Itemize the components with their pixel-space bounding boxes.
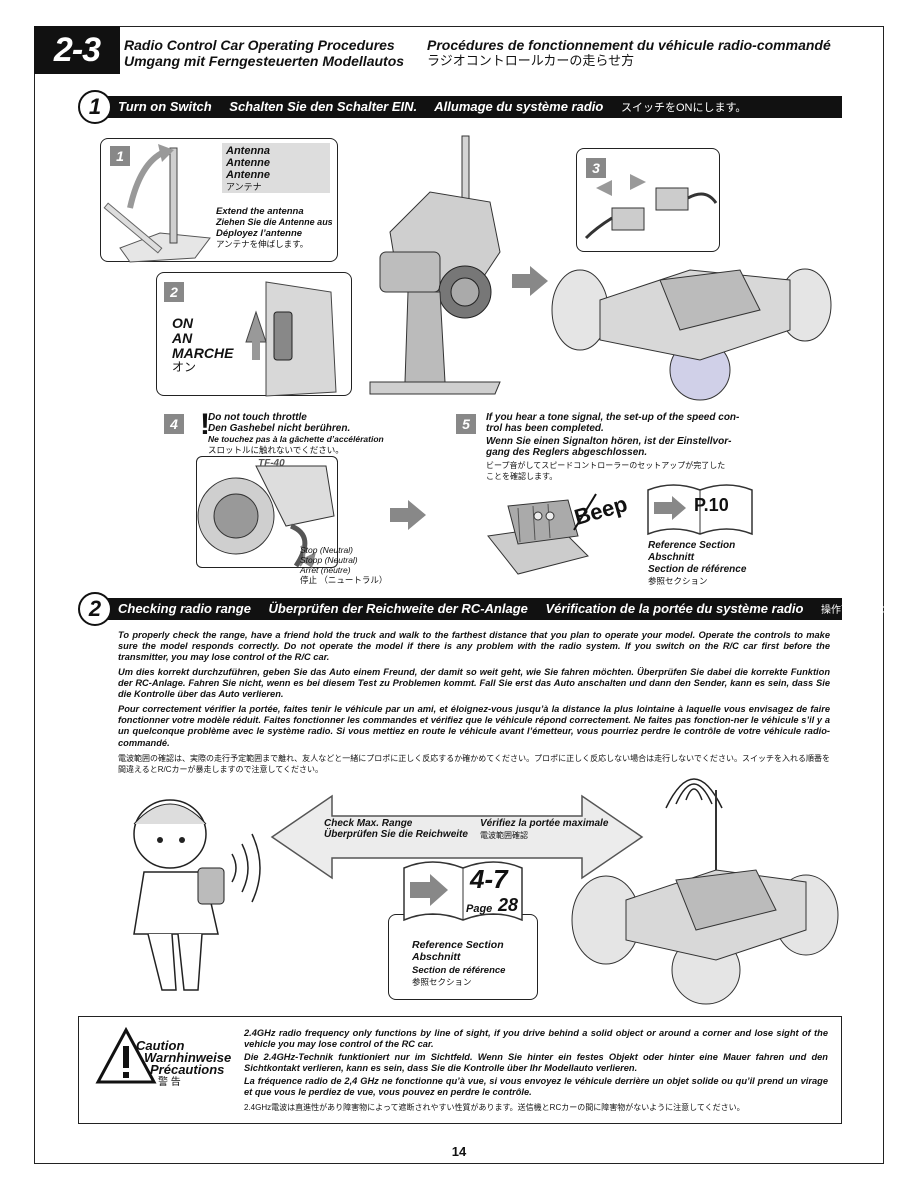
- book-icon: [647, 484, 753, 536]
- step1-bar: Turn on Switch Schalten Sie den Schalter…: [96, 96, 842, 118]
- step1-bar-de: Schalten Sie den Schalter EIN.: [229, 99, 418, 114]
- neutral-jp: 停止 （ニュートラル）: [300, 575, 388, 585]
- kid-illustration: [133, 799, 261, 991]
- range-double-arrow: [270, 794, 644, 880]
- on-label-fr: MARCHE: [172, 345, 234, 361]
- antenna-label-en: Antenna: [226, 145, 270, 157]
- step1-bar-fr: Allumage du système radio: [434, 99, 604, 114]
- warning-triangle-icon: [95, 1026, 157, 1084]
- title-jp: ラジオコントロールカーの走らせ方: [427, 53, 635, 68]
- arrow-fr: Vérifiez la portée maximale: [480, 818, 609, 829]
- box1-number: 1: [110, 146, 130, 166]
- throttle-jp: スロットルに触れないでください。: [208, 445, 344, 455]
- step1-bar-en: Turn on Switch: [118, 99, 212, 114]
- throttle-fr: Ne touchez pas à la gâchette d’accélérat…: [208, 434, 384, 444]
- ref1-jp: 参照セクション: [648, 576, 708, 586]
- ref2-en: Reference Section: [412, 939, 504, 951]
- step2-bar-fr: Vérification de la portée du système rad…: [545, 601, 804, 616]
- antenna-label-de: Antenne: [226, 157, 270, 169]
- range-para-de: Um dies korrekt durchzuführen, geben Sie…: [118, 667, 830, 700]
- beep-en-2: trol has been completed.: [486, 423, 604, 434]
- ref-page-2: 28: [498, 895, 519, 915]
- beep-jp-2: ことを確認します。: [486, 472, 558, 481]
- caution-text-de: Die 2.4GHz-Technik funktioniert nur im S…: [244, 1052, 828, 1074]
- switch-illustration: [245, 281, 337, 397]
- step2-bar-de: Überprüfen der Reichweite der RC-Anlage: [268, 601, 528, 616]
- caution-label-de: Warnhinweise: [144, 1050, 232, 1065]
- extend-fr: Déployez l’antenne: [216, 228, 303, 239]
- caution-text-jp: 2.4GHz電波は直進性があり障害物によって遮断されやすい性質があります。送信機…: [244, 1103, 745, 1112]
- extend-jp: アンテナを伸ばします。: [216, 239, 309, 249]
- title-en: Radio Control Car Operating Procedures: [124, 37, 395, 53]
- transmitter-illustration: [369, 135, 501, 395]
- step2-bar: Checking radio range Überprüfen der Reic…: [96, 598, 911, 620]
- arrow-right-1: [512, 266, 548, 296]
- truck-illustration-2: [571, 778, 839, 1005]
- caution-text-en: 2.4GHz radio frequency only functions by…: [244, 1028, 828, 1050]
- on-label-de: AN: [172, 330, 193, 346]
- ref2-fr: Section de référence: [412, 965, 506, 976]
- arrow-jp: 電波範囲確認: [480, 831, 528, 840]
- arrow-de: Überprüfen Sie die Reichweite: [324, 829, 468, 840]
- neutral-de: Stopp (Neutral): [300, 555, 358, 565]
- box-connector: [576, 148, 720, 252]
- box3-number: 3: [586, 158, 606, 178]
- throttle-illustration: [197, 465, 335, 568]
- step2-bar-jp: 操作可能範囲の確認: [821, 605, 912, 616]
- arrow-right-2: [390, 500, 426, 530]
- ref1-fr: Section de référence: [648, 564, 747, 575]
- caution-box: [78, 1016, 842, 1124]
- book-icon-2: [403, 861, 523, 922]
- extend-en: Extend the antenna: [216, 206, 304, 217]
- title-de: Umgang mit Ferngesteuerten Modellautos: [124, 53, 405, 69]
- step1-number: 1: [78, 90, 112, 124]
- beep-en-1: If you hear a tone signal, the set-up of…: [486, 412, 740, 423]
- beep-jp-1: ビープ音がしてスピードコントローラーのセットアップが完了した: [486, 461, 726, 470]
- antenna-label-bg: [222, 143, 330, 193]
- antenna-label-jp: アンテナ: [226, 182, 262, 192]
- box4-number: 4: [164, 414, 184, 434]
- step1-bar-jp: スイッチをONにします。: [620, 102, 747, 114]
- box5-number: 5: [456, 414, 476, 434]
- ref2-de: Abschnitt: [412, 951, 461, 963]
- range-para-en: To properly check the range, have a frie…: [118, 630, 830, 663]
- beep-de-2: gang des Reglers abgeschlossen.: [486, 447, 648, 458]
- title-fr: Procédures de fonctionnement du véhicule…: [427, 37, 831, 53]
- box2-number: 2: [164, 282, 184, 302]
- section-number: 2-3: [34, 26, 120, 74]
- ref1-en: Reference Section: [648, 540, 736, 551]
- beep-de-1: Wenn Sie einen Signalton hören, ist der …: [486, 436, 732, 447]
- throttle-en: Do not touch throttle: [208, 412, 307, 423]
- neutral-en: Stop (Neutral): [300, 545, 353, 555]
- range-para-fr: Pour correctement vérifier la portée, fa…: [118, 704, 830, 748]
- on-label-jp: オン: [172, 360, 197, 374]
- arrow-en: Check Max. Range: [324, 818, 413, 829]
- exclamation-icon: !: [200, 408, 210, 441]
- page-frame: [34, 26, 884, 1164]
- ref-page-1: P.10: [694, 495, 729, 515]
- extend-de: Ziehen Sie die Antenne aus: [216, 217, 333, 227]
- caution-label-jp: 警 告: [158, 1077, 181, 1088]
- ref1-de: Abschnitt: [648, 552, 695, 563]
- step2-number: 2: [78, 592, 112, 626]
- antenna-label-fr: Antenne: [226, 169, 270, 181]
- ref-page-label-2: Page: [466, 903, 493, 915]
- antenna-illustration: [103, 144, 211, 263]
- caution-label-en: Caution: [136, 1038, 185, 1053]
- neutral-fr: Arrêt (neutre): [300, 565, 351, 575]
- caution-label-fr: Précautions: [150, 1062, 225, 1077]
- page-number: 14: [451, 1144, 467, 1159]
- throttle-de: Den Gashebel nicht berühren.: [208, 423, 351, 434]
- connector-illustration: [584, 174, 718, 240]
- ref2-jp: 参照セクション: [412, 977, 472, 987]
- ref-box-2: [388, 914, 538, 1000]
- transmitter-model-label: TF-40: [258, 458, 285, 469]
- step2-bar-en: Checking radio range: [118, 601, 251, 616]
- on-label-en: ON: [172, 315, 193, 331]
- ref-section-2: 4-7: [470, 864, 508, 894]
- esc-illustration: [487, 493, 597, 575]
- truck-illustration-1: [551, 268, 832, 401]
- caution-text-fr: La fréquence radio de 2,4 GHz ne fonctio…: [244, 1076, 828, 1098]
- range-para-jp: 電波範囲の確認は、実際の走行予定範囲まで離れ、友人などと一緒にプロポに正しく反応…: [118, 754, 830, 775]
